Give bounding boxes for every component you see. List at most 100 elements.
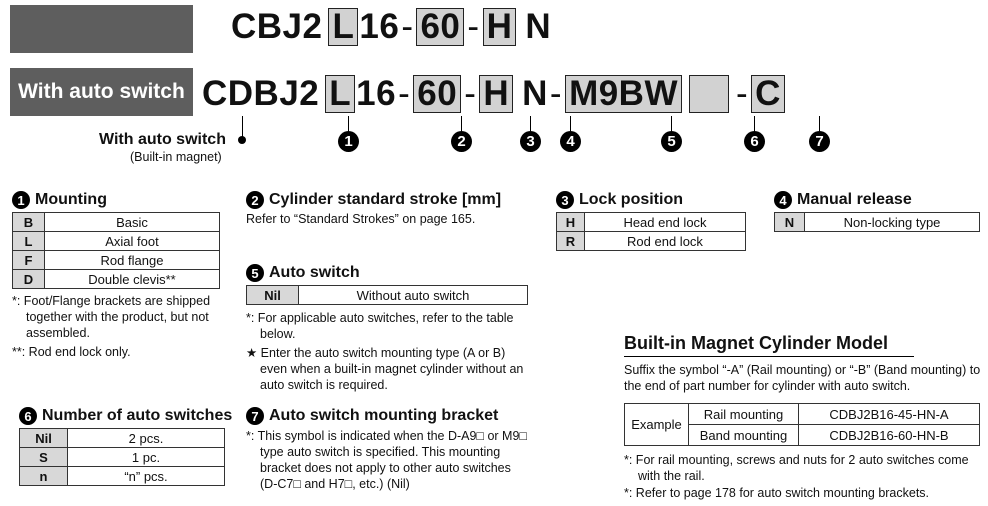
magnet-note-2: *: Refer to page 178 for auto switch mou… — [624, 486, 930, 500]
key-cell: Nil — [19, 428, 68, 448]
auto-switch-number-icon: 5 — [246, 264, 264, 282]
standard-model-code: CBJ2 L 16 - 60 - H N — [231, 7, 551, 47]
code-manual: N — [525, 7, 552, 46]
auto-switch-title: 5 Auto switch — [246, 264, 360, 282]
stroke-title-text: Cylinder standard stroke [mm] — [269, 191, 502, 208]
table-row: Band mounting CDBJ2B16-60-HN-B — [625, 424, 980, 446]
code-dash: - — [549, 74, 563, 113]
marker-5: 5 — [661, 131, 682, 152]
code-stroke: 60 — [413, 75, 462, 113]
auto-switch-note-1: *: For applicable auto switches, refer t… — [246, 311, 514, 341]
key-cell: F — [12, 250, 45, 270]
code-count-blank — [689, 75, 729, 113]
code-lock: H — [482, 8, 517, 46]
leader-6 — [754, 116, 755, 132]
num-switches-title-text: Number of auto switches — [42, 407, 233, 424]
code-dash: - — [736, 74, 749, 113]
marker-7: 7 — [809, 131, 830, 152]
magnet-title: Built-in Magnet Cylinder Model — [624, 333, 888, 353]
stroke-title: 2 Cylinder standard stroke [mm] — [246, 191, 501, 209]
value-cell: Basic — [44, 212, 220, 232]
code-stroke: 60 — [416, 8, 465, 46]
mounting-note-1: *: Foot/Flange brackets are shipped toge… — [12, 294, 211, 340]
value-cell: CDBJ2B16-60-HN-B — [798, 424, 980, 446]
leader-1 — [348, 116, 349, 132]
lock-title-text: Lock position — [579, 191, 683, 208]
magnet-example-table: Example Rail mounting CDBJ2B16-45-HN-A B… — [624, 403, 980, 446]
code-dash: - — [464, 74, 477, 113]
leader-prefix — [242, 116, 243, 140]
stroke-number-icon: 2 — [246, 191, 264, 209]
code-dash: - — [398, 74, 411, 113]
manual-title: 4 Manual release — [774, 191, 912, 209]
leader-3 — [530, 116, 531, 132]
key-cell: N — [774, 212, 805, 232]
code-dash: - — [401, 7, 414, 46]
bracket-title-text: Auto switch mounting bracket — [269, 407, 499, 424]
auto-switch-note-2: ★ Enter the auto switch mounting type (A… — [246, 346, 524, 392]
key-cell: B — [12, 212, 45, 232]
value-cell: Double clevis** — [44, 269, 220, 289]
magnet-text: Suffix the symbol “-A” (Rail mounting) o… — [624, 363, 981, 393]
code-lock: H — [479, 75, 514, 113]
value-cell: Band mounting — [688, 424, 799, 446]
code-mounting: L — [328, 8, 359, 46]
lock-number-icon: 3 — [556, 191, 574, 209]
marker-4: 4 — [560, 131, 581, 152]
key-cell: L — [12, 231, 45, 251]
marker-6: 6 — [744, 131, 765, 152]
auto-switch-title-text: Auto switch — [269, 264, 360, 281]
value-cell: Rod flange — [44, 250, 220, 270]
value-cell: CDBJ2B16-45-HN-A — [798, 403, 980, 425]
value-cell: 2 pcs. — [67, 428, 225, 448]
key-cell: S — [19, 447, 68, 467]
key-cell: n — [19, 466, 68, 486]
header-blank-bar — [10, 5, 193, 53]
bracket-title: 7 Auto switch mounting bracket — [246, 407, 498, 425]
table-row: n“n” pcs. — [19, 466, 225, 486]
mounting-title-text: Mounting — [35, 191, 107, 208]
marker-3: 3 — [520, 131, 541, 152]
mounting-title: 1 Mounting — [12, 191, 107, 209]
value-cell: Rod end lock — [584, 231, 746, 251]
magnet-title-underline — [624, 356, 914, 357]
with-auto-switch-caption: With auto switch — [99, 131, 226, 148]
mounting-note-2: **: Rod end lock only. — [12, 345, 131, 359]
key-cell: H — [556, 212, 585, 232]
code-mounting: L — [325, 75, 356, 113]
code-bore: 16 — [359, 7, 400, 46]
leader-4 — [570, 116, 571, 132]
code-dash: - — [467, 7, 480, 46]
code-switch: M9BW — [565, 75, 682, 113]
code-prefix: CDBJ2 — [202, 74, 320, 113]
value-cell: 1 pc. — [67, 447, 225, 467]
leader-2 — [461, 116, 462, 132]
auto-model-code: CDBJ2 L 16 - 60 - H N - M9BW - C — [202, 74, 786, 114]
value-cell: Head end lock — [584, 212, 746, 232]
manual-title-text: Manual release — [797, 191, 912, 208]
code-bracket: C — [751, 75, 785, 113]
leader-7 — [819, 116, 820, 132]
mounting-number-icon: 1 — [12, 191, 30, 209]
marker-2: 2 — [451, 131, 472, 152]
key-cell: Nil — [246, 285, 299, 305]
value-cell: Without auto switch — [298, 285, 528, 305]
num-switches-number-icon: 6 — [19, 407, 37, 425]
leader-dot — [238, 136, 246, 144]
value-cell: Rail mounting — [688, 403, 799, 425]
num-switches-title: 6 Number of auto switches — [19, 407, 232, 425]
key-cell: D — [12, 269, 45, 289]
lock-title: 3 Lock position — [556, 191, 683, 209]
bracket-number-icon: 7 — [246, 407, 264, 425]
